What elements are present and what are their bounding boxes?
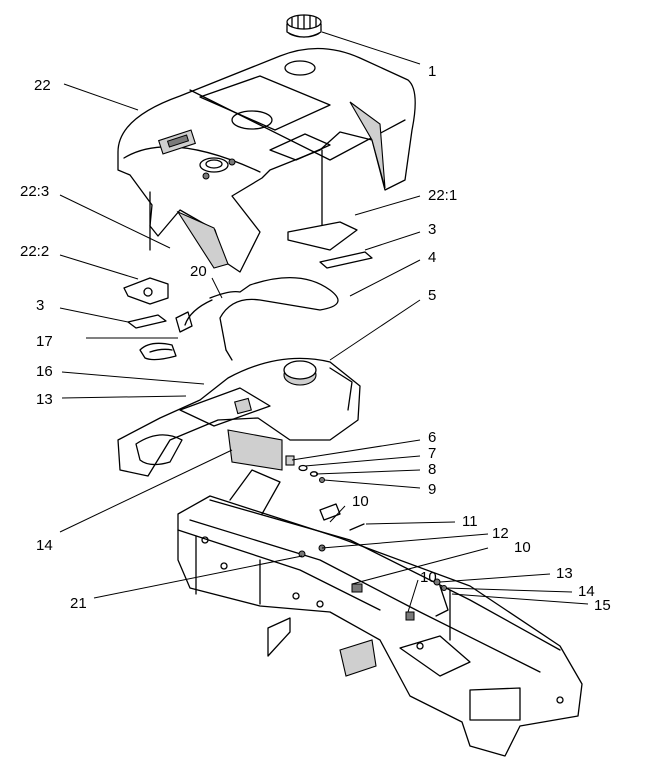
callout-21: 21	[70, 595, 87, 612]
callout-4: 4	[428, 249, 436, 266]
callout-10-top: 10	[352, 493, 369, 510]
callout-14-left: 14	[36, 537, 53, 554]
hose-clamp	[139, 311, 193, 361]
leader-lines	[59, 31, 589, 613]
frame-assembly	[177, 469, 583, 757]
callout-17: 17	[36, 333, 53, 350]
decal-22-2	[123, 277, 169, 305]
callout-5: 5	[428, 287, 436, 304]
callout-13-left: 13	[36, 391, 53, 408]
callout-13-right: 13	[556, 565, 573, 582]
callout-15: 15	[594, 597, 611, 614]
callout-6: 6	[428, 429, 436, 446]
decal-3-left	[127, 314, 167, 329]
callout-22-2: 22:2	[20, 243, 49, 260]
callout-labels: 1 22 22:3 22:1 3 22:2 20 4 5 3 17 16 13 …	[20, 63, 611, 614]
callout-8: 8	[428, 461, 436, 478]
callout-1: 1	[428, 63, 436, 80]
callout-11: 11	[462, 513, 478, 530]
decal-22-1	[287, 221, 358, 251]
callout-22-3: 22:3	[20, 183, 49, 200]
callout-14-right: 14	[578, 583, 595, 600]
fuel-cap	[286, 14, 322, 38]
hood-panel	[117, 47, 416, 273]
decal-3-right	[319, 251, 373, 269]
callout-9: 9	[428, 481, 436, 498]
callout-10-bottom: 10	[420, 569, 437, 586]
fuel-line	[184, 276, 339, 361]
washer-14	[441, 585, 447, 591]
callout-7: 7	[428, 445, 436, 462]
bolt-21	[298, 550, 306, 558]
callout-12: 12	[492, 525, 509, 542]
bolt-11	[349, 523, 365, 531]
callout-3-left: 3	[36, 297, 44, 314]
fitting-stack	[285, 455, 325, 483]
fuel-tank	[117, 357, 361, 477]
callout-22-1: 22:1	[428, 187, 457, 204]
callout-16: 16	[36, 363, 53, 380]
callout-3-right: 3	[428, 221, 436, 238]
callout-20: 20	[190, 263, 207, 280]
callout-22: 22	[34, 77, 51, 94]
callout-10-mid: 10	[514, 539, 531, 556]
